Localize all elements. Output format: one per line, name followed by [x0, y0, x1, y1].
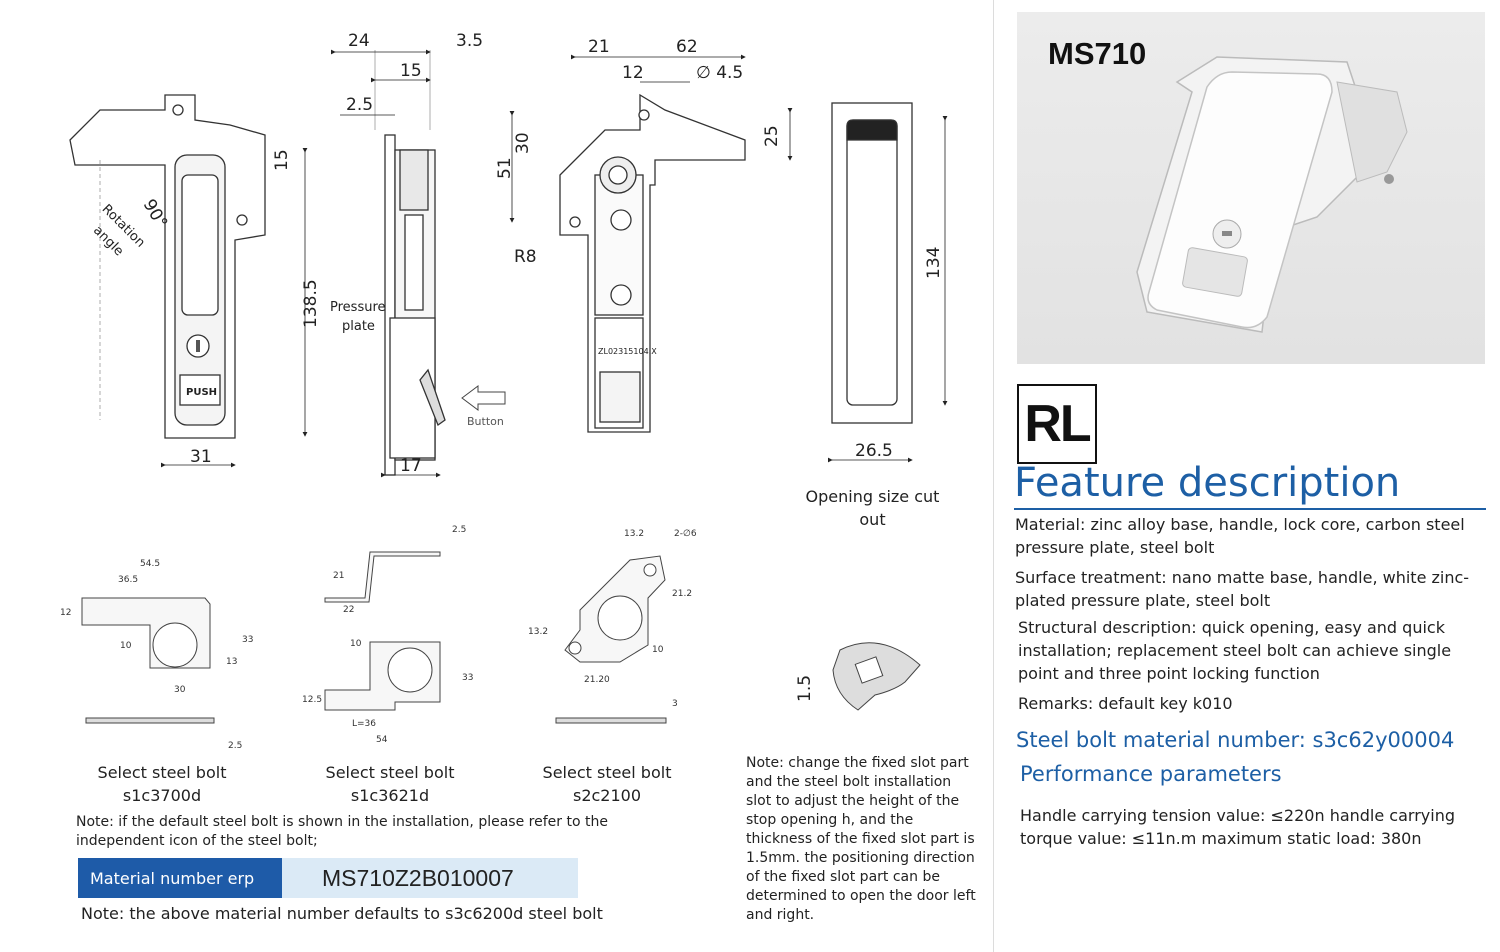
latch-illustration [1136, 56, 1408, 333]
rl-code-badge: RL [1017, 384, 1097, 464]
back-dim-25: 25 [762, 125, 782, 147]
stop-part-drawing [832, 642, 921, 711]
bolt-2-dim-f: 12.5 [302, 695, 322, 705]
bolt-2-drawing [324, 551, 441, 711]
back-stamp: ZL02315104.X [598, 347, 657, 356]
cutout-dim-26-5: 26.5 [855, 441, 893, 461]
default-bolt-note: Note: if the default steel bolt is shown… [76, 814, 608, 849]
side-dim-3-5: 3.5 [456, 31, 483, 51]
side-dim-17: 17 [400, 456, 422, 476]
surface-text: Surface treatment: nano matte base, hand… [1015, 568, 1470, 610]
side-view [374, 50, 446, 476]
material-text: Material: zinc alloy base, handle, lock … [1015, 515, 1465, 557]
vertical-divider [993, 0, 994, 952]
bolt-2-dim-e: 33 [462, 673, 473, 683]
bolt-1-dim-f: 33 [242, 635, 253, 645]
bolt-3-dim-e: 10 [652, 645, 664, 655]
bolt-2-dim-c: 22 [343, 605, 354, 615]
back-dim-12: 12 [622, 63, 644, 83]
bolt-1-dim-b: 36.5 [118, 575, 138, 585]
erp-note: Note: the above material number defaults… [81, 904, 603, 923]
cutout-view [831, 102, 913, 424]
bolt-1-dim-h: 2.5 [228, 741, 242, 751]
slot-note: Note: change the fixed slot part and the… [746, 755, 976, 923]
bolt-3-dim-g: 3 [672, 699, 678, 709]
side-plate-label: plate [342, 319, 375, 334]
erp-box: Material number erp MS710Z2B010007 [78, 858, 578, 898]
bolt-3-dim-c: 21.2 [672, 589, 692, 599]
erp-label: Material number erp [78, 858, 282, 898]
side-dim-15: 15 [400, 61, 422, 81]
bolt-2-dim-h: 54 [376, 735, 388, 745]
button-arrow-icon [461, 385, 506, 411]
back-dim-r8: R8 [514, 247, 537, 267]
bolt-1-drawing [81, 597, 215, 724]
front-dim-138: 138.5 [301, 279, 321, 328]
bolt-2-dim-d: 10 [350, 639, 362, 649]
back-view [559, 93, 746, 433]
front-dim-15: 15 [272, 149, 292, 171]
cutout-dim-134: 134 [924, 247, 944, 279]
front-dim-31: 31 [190, 447, 212, 467]
perf-text: Handle carrying tension value: ≤220n han… [1020, 806, 1455, 848]
bolt-3-drawing [555, 555, 667, 724]
side-pressure-label: Pressure [330, 300, 386, 315]
stop-part-dim: 1.5 [795, 675, 815, 702]
side-button-label: Button [467, 415, 504, 428]
product-photo [1017, 12, 1485, 364]
cutout-caption: Opening size cut out [805, 487, 940, 529]
bolt-3-dim-f: 21.20 [584, 675, 610, 685]
back-dim-4-5: ∅ 4.5 [696, 63, 743, 83]
bolt-3-dim-a: 13.2 [624, 529, 644, 539]
bolt-1-dim-e: 13 [226, 657, 237, 667]
remarks-text: Remarks: default key k010 [1018, 694, 1233, 713]
side-dim-2-5: 2.5 [346, 95, 373, 115]
side-dim-24: 24 [348, 31, 370, 51]
feature-title: Feature description [1014, 460, 1401, 506]
feature-underline [1014, 508, 1486, 510]
bolt-1-dim-a: 54.5 [140, 559, 160, 569]
bolt-3-dim-d: 13.2 [528, 627, 548, 637]
bolt-2-dim-g: L=36 [352, 719, 376, 729]
bolt-1-dim-d: 10 [120, 641, 132, 651]
back-dim-30: 30 [513, 132, 533, 154]
bolt-2-dim-a: 2.5 [452, 525, 466, 535]
back-dim-21: 21 [588, 37, 610, 57]
erp-value: MS710Z2B010007 [282, 858, 578, 898]
front-view [69, 94, 266, 439]
photo-model-title: MS710 [1048, 36, 1147, 71]
bolt-number: Steel bolt material number: s3c62y00004 [1016, 728, 1455, 752]
perf-title: Performance parameters [1020, 762, 1282, 786]
bolt-1-dim-g: 30 [174, 685, 186, 695]
technical-drawing: 15 138.5 31 90° Rotation angle PUSH 24 3… [60, 31, 948, 751]
bolt-1-dim-c: 12 [60, 608, 71, 618]
front-push-label: PUSH [186, 387, 217, 398]
structural-text: Structural description: quick opening, e… [1018, 618, 1452, 683]
back-dim-62: 62 [676, 37, 698, 57]
bolt-3-dim-b: 2-∅6 [674, 529, 697, 539]
bolt-2-dim-b: 21 [333, 571, 344, 581]
